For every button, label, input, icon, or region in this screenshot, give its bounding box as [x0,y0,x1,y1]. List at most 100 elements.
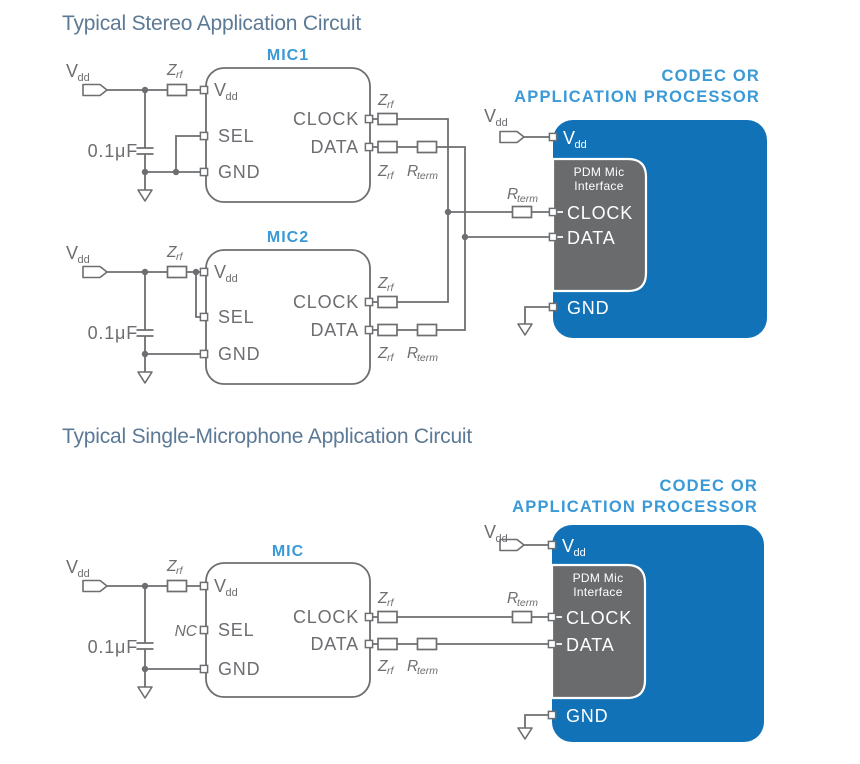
zrf-label: Z [377,275,388,292]
pdm-mic-interface-box [550,563,647,700]
vdd-supply-label: V [66,243,79,263]
mic-clock-pin-label: CLOCK [293,607,359,627]
codec-vdd-pin-label-sub: dd [574,547,586,559]
vdd-supply-tag [82,579,108,593]
codec-wires [524,544,549,728]
codec-clock-pin-label: CLOCK [566,608,632,628]
zrf-label-sub: rf [387,170,394,182]
stereo-codec-block: CODEC OR APPLICATION PROCESSOR PDM Mic I… [484,67,767,338]
zrf-resistor [377,637,398,651]
mic2-vdd-pin [199,267,209,277]
codec-vdd-pin [547,540,557,550]
codec-gnd-pin [548,302,558,312]
cap-value-label: 0.1μF [88,323,138,343]
mic-block: MIC V dd Z rf 0.1μF NC V dd SEL GND CLOC… [66,543,374,699]
zrf-resistor [166,265,188,279]
ground-symbol [137,189,153,202]
mic1-sel-pin-label: SEL [218,126,254,146]
single-title: Typical Single-Microphone Application Ci… [62,425,472,448]
vdd-supply-label: V [66,557,79,577]
rterm-label: R [407,345,418,362]
junction-dot [141,168,149,176]
bus-wires [448,211,550,238]
codec-heading-line2: APPLICATION PROCESSOR [512,498,758,516]
mic-data-pin-label: DATA [310,634,359,654]
vdd-supply-label-sub: dd [78,72,90,84]
mic-sel-pin [199,625,209,635]
junction-dot [141,86,149,94]
codec-heading-line2: APPLICATION PROCESSOR [514,88,760,106]
stereo-circuit: Typical Stereo Application Circuit MIC1 … [62,12,767,385]
codec-heading-line1: CODEC OR [659,477,758,495]
mic1-gnd-pin-label: GND [218,162,260,182]
mic2-data-pin [364,325,374,335]
zrf-resistor [377,140,398,154]
mic1-sel-pin [199,131,209,141]
codec-wires [524,136,550,324]
codec-gnd-pin-label: GND [566,706,608,726]
zrf-label: Z [377,590,388,607]
codec-vdd-pin-label: V [562,536,575,556]
mic1-output-network: Z rf Z rf R term [373,92,466,237]
mic-vdd-pin-label: V [214,576,227,596]
rterm-label-sub: term [417,665,438,677]
mic1-clock-pin [364,114,374,124]
vdd-supply-label-sub: dd [78,568,90,580]
vdd-supply-label-sub: dd [496,117,508,129]
mic-vdd-pin [199,581,209,591]
junction-dot [141,665,149,673]
stereo-bus: R term [444,186,550,241]
codec-pin-stubs [556,616,562,645]
codec-vdd-pin-label: V [563,128,576,148]
ground-symbol [517,323,533,336]
zrf-label: Z [166,244,177,261]
mic2-gnd-pin-label: GND [218,344,260,364]
mic2-gnd-pin [199,349,209,359]
zrf-resistor [377,323,398,337]
mic2-clock-pin [364,297,374,307]
rterm-label: R [507,590,518,607]
codec-vdd-pin [548,132,558,142]
zrf-resistor [377,295,398,309]
mic1-gnd-pin [199,167,209,177]
codec-data-pin [547,639,557,649]
vdd-supply-label: V [66,61,79,81]
mic-gnd-pin-label: GND [218,659,260,679]
pdm-mic-interface-box [551,157,648,293]
mic-gnd-pin [199,664,209,674]
rterm-resistor [511,610,533,624]
mic2-heading: MIC2 [267,229,309,246]
vdd-supply-label-sub: dd [78,254,90,266]
zrf-resistor [166,579,188,593]
mic2-output-network: Z rf Z rf R term [373,212,466,364]
zrf-label: Z [377,163,388,180]
mic-clock-pin [364,612,374,622]
junction-dot [444,208,452,216]
zrf-label-sub: rf [387,99,394,111]
mic1-data-pin [364,142,374,152]
cap-value-label: 0.1μF [88,637,138,657]
codec-heading-line1: CODEC OR [661,67,760,85]
zrf-resistor [377,112,398,126]
vdd-supply-tag [82,83,108,97]
ground-symbol [517,727,533,740]
mic2-output-wires [373,212,466,331]
junction-dot [461,233,469,241]
pdm-label-line1: PDM Mic [573,571,624,585]
mic1-block: MIC1 V dd Z rf 0.1μF V dd SEL GND CLOCK … [66,47,374,203]
stereo-title: Typical Stereo Application Circuit [62,12,361,35]
zrf-label-sub: rf [176,251,183,263]
mic1-data-pin-label: DATA [310,137,359,157]
mic2-vdd-pin-label-sub: dd [226,273,238,285]
ground-symbol [137,686,153,699]
codec-clock-pin [548,207,558,217]
mic2-sel-pin-label: SEL [218,307,254,327]
mic1-clock-pin-label: CLOCK [293,109,359,129]
single-mic-circuit: Typical Single-Microphone Application Ci… [62,425,764,742]
mic2-block: MIC2 V dd Z rf 0.1μF V dd SEL GND CLOCK … [66,229,374,385]
rterm-label: R [407,658,418,675]
zrf-label-sub: rf [176,565,183,577]
mic1-vdd-pin-label-sub: dd [226,91,238,103]
